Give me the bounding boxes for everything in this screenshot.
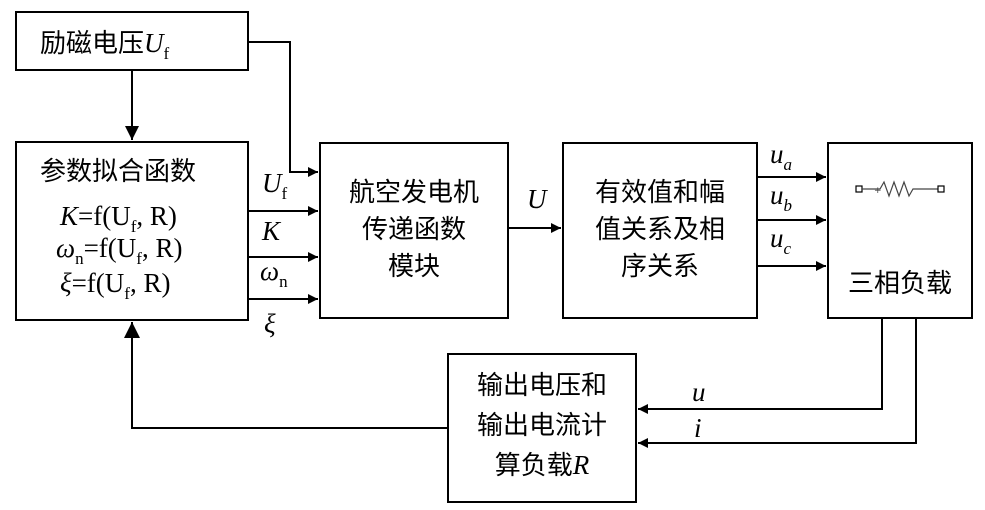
label-omega-n: ωn bbox=[260, 256, 288, 291]
three-phase-load-block: + 三相负载 bbox=[827, 142, 973, 319]
svg-text:模块: 模块 bbox=[388, 252, 440, 282]
label-uc: uc bbox=[770, 223, 792, 258]
generator-transfer-function-block: 航空发电机 传递函数 模块 bbox=[319, 142, 509, 319]
resistor-icon: + bbox=[855, 180, 945, 198]
output-calc-block: 输出电压和 输出电流计 算负载R bbox=[447, 353, 637, 503]
svg-text:序关系: 序关系 bbox=[621, 252, 699, 282]
svg-text:有效值和幅: 有效值和幅 bbox=[595, 178, 725, 208]
svg-text:+: + bbox=[874, 186, 882, 196]
label-i-feedback: i bbox=[694, 413, 702, 443]
label-uf: Uf bbox=[262, 168, 288, 203]
label-u-capital: U bbox=[527, 184, 548, 214]
label-ub: ub bbox=[770, 180, 792, 215]
label-ua: ua bbox=[770, 139, 792, 174]
equation-omega-n: ωn=f(Uf, R) bbox=[56, 233, 182, 268]
rms-amplitude-phase-block: 有效值和幅 值关系及相 序关系 bbox=[562, 142, 758, 319]
svg-text:三相负载: 三相负载 bbox=[848, 269, 952, 299]
excitation-voltage-block: 励磁电压Uf bbox=[15, 11, 249, 71]
i-feedback-arrow bbox=[638, 318, 917, 448]
feedback-to-fitting-arrow bbox=[124, 322, 448, 429]
excitation-to-generator-arrow bbox=[248, 41, 318, 177]
svg-text:输出电压和: 输出电压和 bbox=[477, 371, 607, 401]
svg-text:输出电流计: 输出电流计 bbox=[477, 411, 607, 441]
equation-k: K=f(Uf, R) bbox=[59, 201, 177, 236]
svg-text:传递函数: 传递函数 bbox=[362, 215, 466, 245]
u-feedback-arrow bbox=[638, 318, 883, 414]
fitting-title: 参数拟合函数 bbox=[40, 157, 196, 187]
svg-text:值关系及相: 值关系及相 bbox=[595, 215, 725, 245]
svg-text:航空发电机: 航空发电机 bbox=[349, 178, 479, 208]
parameter-fitting-block: 参数拟合函数 K=f(Uf, R) ωn=f(Uf, R) ξ=f(Uf, R) bbox=[15, 141, 249, 321]
svg-text:算负载R: 算负载R bbox=[495, 450, 590, 481]
label-k: K bbox=[261, 216, 282, 246]
label-xi: ξ bbox=[264, 309, 276, 339]
equation-xi: ξ=f(Uf, R) bbox=[60, 268, 170, 303]
label-u-feedback: u bbox=[692, 377, 706, 407]
svg-text:励磁电压Uf: 励磁电压Uf bbox=[40, 28, 170, 63]
